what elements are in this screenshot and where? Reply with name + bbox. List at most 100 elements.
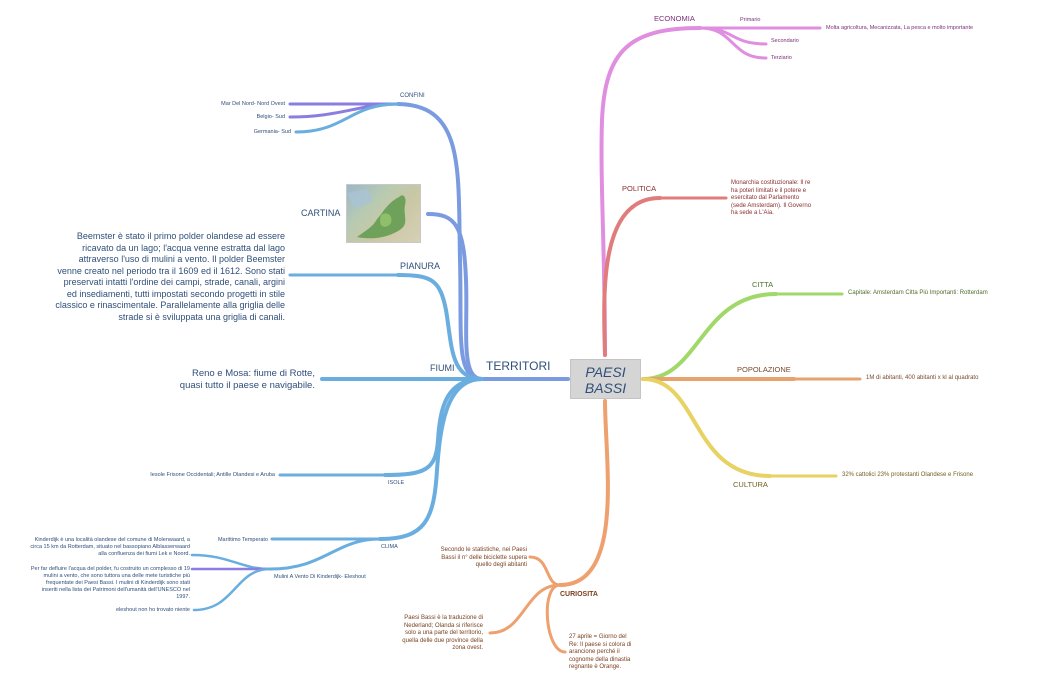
cultura-branches (641, 377, 838, 478)
edge-mulini-note1 (190, 553, 272, 571)
note-line: frequentate dei Paesi Bassi. I mulini di… (46, 580, 190, 586)
curiosita-branches (488, 399, 610, 654)
note-line: regnante è Orange. (569, 664, 622, 670)
curiosita-note-2[interactable]: Paesi Bassi è la traduzione di Nederland… (402, 615, 483, 653)
clima-marittimo[interactable]: Marittimo Temperato (217, 537, 268, 543)
node-isole[interactable]: ISOLE (388, 480, 405, 486)
confini-item-mar[interactable]: Mar Del Nord- Nord Ovest (221, 101, 285, 107)
economia-branches (599, 26, 822, 357)
node-pianura[interactable]: PIANURA (400, 261, 441, 271)
politica-line: (sede Amsterdam). Il Governo (731, 202, 812, 209)
citta-text[interactable]: Capitale: Amsterdam Citta Più Importanti… (848, 290, 988, 296)
node-confini[interactable]: CONFINI (400, 93, 425, 99)
node-territori[interactable]: TERRITORI (486, 359, 551, 373)
node-clima[interactable]: CLIMA (381, 544, 398, 550)
note-line: arancione perché il (569, 649, 620, 655)
pianura-line: venne creato nel periodo tra il 1609 ed … (57, 265, 285, 276)
central-node[interactable]: PAESI BASSI (570, 359, 641, 399)
note-line: Secondo le statistiche, nei Paesi (440, 547, 527, 553)
note-line: mulini a vento, che sono tuttora una del… (43, 573, 190, 579)
cultura-text[interactable]: 32% cattolici 23% protestanti Olandese e… (842, 472, 974, 478)
node-economia[interactable]: ECONOMIA (654, 14, 695, 23)
node-popolazione[interactable]: POPOLAZIONE (737, 365, 791, 374)
edge-root-economia (599, 26, 702, 357)
pianura-line: ed insediamenti, tutti impostati secondo… (66, 288, 285, 299)
note-line: solo a una parte del territorio, (404, 630, 483, 636)
curiosita-note-3[interactable]: 27 aprile = Giorno del Re: Il paese si c… (569, 634, 631, 672)
edge-territori-clima (378, 377, 484, 541)
node-mulini[interactable]: Mulini A Vento Di Kinderdijk- Eleshout (274, 574, 366, 580)
note-line: Paesi Bassi è la traduzione di (404, 615, 483, 621)
edge-clima-mulini (268, 537, 382, 571)
politica-branches (602, 196, 728, 357)
pianura-line: preservati intatti l'ordine dei campi, s… (63, 277, 285, 287)
edge-confini-germania (294, 102, 400, 134)
edge-root-curiosita (558, 399, 610, 587)
node-secondario[interactable]: Secondario (771, 38, 799, 44)
note-line: cognome della dinastia (569, 656, 631, 663)
pianura-text[interactable]: Beemster è stato il primo polder olandes… (15, 231, 285, 323)
edge-curiosita-note2 (488, 583, 562, 635)
mulini-note-2[interactable]: Per far defluire l'acqua del polder, fu … (31, 566, 190, 601)
pianura-line: attraverso l'uso di mulini a vento. Il p… (78, 254, 285, 264)
note-line: Re: Il paese si colora di (569, 641, 632, 648)
edge-curiosita-note3 (545, 583, 567, 654)
politica-line: esercitato dal Parlamento (731, 195, 800, 201)
fiumi-line: Reno e Mosa: fiume di Rotte, (191, 368, 315, 379)
curiosita-note-1[interactable]: Secondo le statistiche, nei Paesi Bassi … (441, 547, 527, 570)
mulini-note-3[interactable]: eleshout non ho trovato niente (115, 607, 190, 613)
edge-root-politica (602, 196, 662, 357)
fiumi-line: quasi tutto il paese e navigabile. (179, 379, 315, 391)
pianura-line: ricavato da un lago; l'acqua venne estra… (82, 242, 285, 253)
politica-line: ha poteri limitati e il potere e (731, 187, 807, 194)
note-line: circa 15 km da Rotterdam, situato nel ba… (30, 544, 190, 550)
node-fiumi[interactable]: FIUMI (430, 363, 455, 373)
note-line: quella delle due province della (402, 637, 483, 644)
note-line: Nederland; Olanda si riferisce (403, 622, 483, 629)
node-terziario[interactable]: Terziario (771, 55, 792, 61)
territori-branches (190, 102, 570, 612)
popolazione-text[interactable]: 1M di abitanti, 400 abitanti x kl al qua… (866, 375, 979, 381)
confini-item-germania[interactable]: Germania- Sud (253, 129, 291, 135)
edge-economia-terziario (698, 26, 768, 60)
fiumi-text[interactable]: Reno e Mosa: fiume di Rotte, quasi tutto… (180, 368, 315, 391)
central-node-line1: PAESI (585, 364, 626, 380)
edge-territori-isole (383, 377, 484, 477)
pianura-line: Beemster è stato il primo polder olandes… (76, 231, 285, 241)
edge-curiosita-note1 (528, 555, 562, 587)
node-citta[interactable]: CITTA (752, 280, 774, 289)
node-curiosita[interactable]: CURIOSITA (560, 591, 598, 598)
note-line: Kinderdijk è una località olandese del c… (34, 537, 190, 543)
node-cartina[interactable]: CARTINA (301, 208, 341, 218)
politica-line: Monarchia costituzionale: Il re (731, 180, 811, 186)
node-politica[interactable]: POLITICA (622, 184, 657, 193)
pianura-line: classico e rinascimentale. Parallelament… (55, 300, 285, 310)
politica-text[interactable]: Monarchia costituzionale: Il re ha poter… (731, 180, 811, 218)
note-line: 27 aprile = Giorno del (569, 634, 627, 640)
confini-item-belgio[interactable]: Belgio- Sud (256, 114, 285, 120)
pianura-line: strade si è sviluppata una griglia di ca… (118, 311, 285, 322)
node-primario[interactable]: Primario (740, 17, 761, 23)
edge-territori-confini (396, 102, 484, 381)
note-line: inseriti nella lista dei Patrimoni dell'… (41, 587, 190, 593)
note-line: Per far defluire l'acqua del polder, fu … (30, 566, 190, 572)
edge-territori-pianura (396, 273, 484, 381)
note-line: quello degli abitanti (475, 562, 527, 568)
primario-note[interactable]: Molta agricoltura, Mecanizzata, La pesca… (826, 25, 974, 31)
politica-line: ha sede a L'Aia. (731, 210, 774, 216)
edge-root-cultura (641, 377, 772, 478)
edge-mulini-note3 (192, 567, 272, 612)
node-cultura[interactable]: CULTURA (733, 480, 768, 489)
edge-territori-cartina (426, 212, 484, 381)
isole-text[interactable]: Iesole Frisone Occidentali; Antille Olan… (150, 472, 275, 478)
netherlands-map-image[interactable] (346, 184, 421, 243)
note-line: 1997. (176, 594, 190, 600)
note-line: zona ovest. (452, 645, 483, 651)
note-line: alla confluenza dei fiumi Lek e Noord. (98, 551, 190, 557)
edge-root-citta (641, 292, 778, 381)
map-shape-icon (347, 189, 406, 239)
note-line: Bassi il n° delle biciclette supera (441, 554, 527, 561)
central-node-line2: BASSI (584, 380, 627, 396)
mulini-note-1[interactable]: Kinderdijk è una località olandese del c… (30, 537, 190, 558)
